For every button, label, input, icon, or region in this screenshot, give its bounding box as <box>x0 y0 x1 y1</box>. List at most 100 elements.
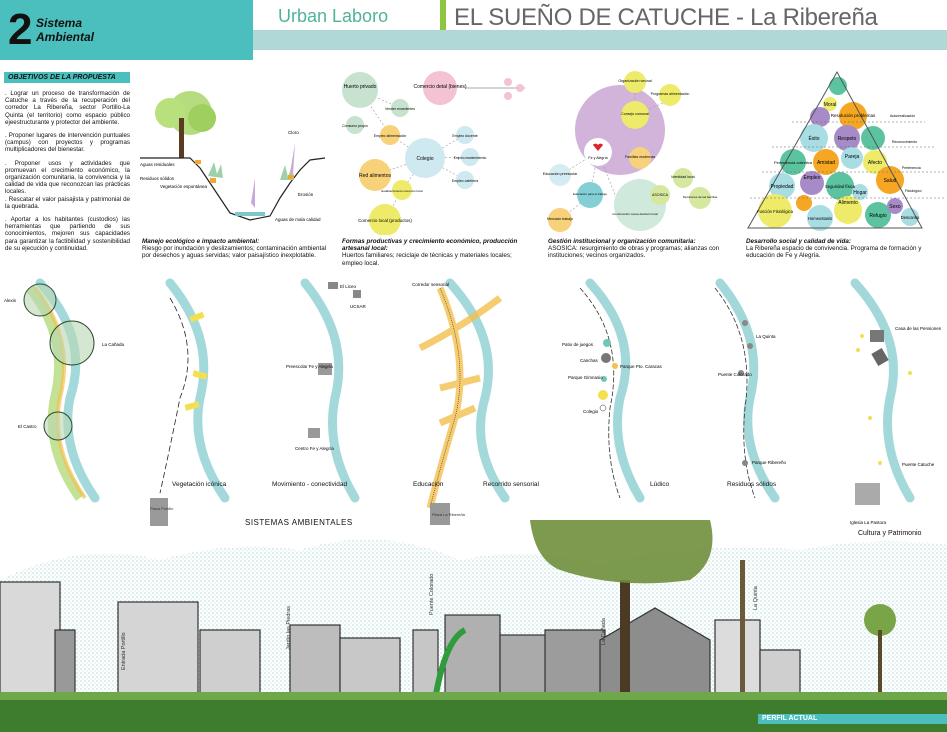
node-label: Empleo cafetería <box>452 179 479 183</box>
buildings <box>0 581 801 703</box>
system-label: Residuos sólidos <box>727 481 777 488</box>
place-label: Parque Ribereño <box>752 460 787 465</box>
node-label: Educación para el trabajo <box>573 192 607 196</box>
ravine-label: Aguas de mala calidad <box>275 217 321 222</box>
node-label: ASOSICA <box>652 193 669 197</box>
river-path <box>715 278 780 503</box>
need-label: Seguridad física <box>825 184 856 189</box>
tree-canopy <box>864 604 896 636</box>
caption-body: La Ribereña espacio de convivencia. Prog… <box>746 245 922 260</box>
node-label: Empleo mantenimiento <box>454 156 487 160</box>
place-label: Corredor sensorial <box>412 282 449 287</box>
school-icon <box>353 290 361 298</box>
plaza-block <box>150 498 168 526</box>
caption-ecological: Manejo ecológico e impacto ambiental:Rie… <box>142 238 332 260</box>
institutional-bubble-diagram: Organización vecinal Programas alimentac… <box>543 71 718 232</box>
need-label: Hogar <box>853 190 867 196</box>
street-label: Jardín las Piedras <box>286 606 292 650</box>
objective-paragraph: . Aportar a los habitantes (custodios) l… <box>5 216 130 252</box>
objective-paragraph: . Proponer usos y actividades que promue… <box>5 159 130 210</box>
ravine-label: Residuos sólidos <box>140 176 175 181</box>
objective-paragraph: . Lograr un proceso de transformación de… <box>5 90 130 126</box>
node-label: Red alimentos <box>359 173 391 179</box>
river-path <box>300 278 360 503</box>
need-label: Amistad <box>817 160 835 166</box>
section-title-line2: Ambiental <box>36 30 95 44</box>
node-label: Empleo alimentación <box>374 134 407 138</box>
need-label: Afecto <box>868 160 882 166</box>
node-label: Familias modernas <box>625 155 656 159</box>
school-icon <box>328 282 338 289</box>
need-label: Alimento <box>838 200 858 206</box>
ravine-label: Vegetación espontánea <box>160 184 208 189</box>
node-label: Huerto privado <box>344 84 377 90</box>
caption-body: Huertos familiares; reciclaje de técnica… <box>342 252 512 267</box>
heritage-icon <box>870 330 884 342</box>
caption-social: Desarrollo social y calidad de vida:La R… <box>746 238 936 260</box>
place-label: La Cañada <box>102 342 125 347</box>
heritage-icon <box>871 347 889 367</box>
place-label: El Castro <box>18 424 37 429</box>
church-icon <box>855 483 880 505</box>
node-label: Comercio detal (bienes) <box>413 84 466 90</box>
caption-institutional: Gestión institucional y organización com… <box>548 238 738 260</box>
need-label: Respeto <box>838 136 857 142</box>
street-profile-section: Entrada Portillo Jardín las Piedras Puen… <box>0 520 947 732</box>
system-label: Lúdico <box>650 481 670 488</box>
place-label: Plaza Portillo <box>150 506 174 511</box>
ravine-label: Erosión <box>298 192 314 197</box>
place-label: Alexis <box>4 298 17 303</box>
school-icon <box>308 428 320 438</box>
brand-name: Urban Laboro <box>278 6 389 26</box>
node-label: Construcción nueva decisión local <box>612 212 658 216</box>
caption-title: Formas productivas y crecimiento económi… <box>342 238 518 253</box>
node-label: Vender excedentes <box>385 107 415 111</box>
tree-canopy <box>530 520 713 584</box>
systems-heading: SISTEMAS AMBIENTALES <box>245 518 353 527</box>
node-label: Consejo comunal <box>621 112 649 116</box>
objective-paragraph: . Proponer lugares de intervención puntu… <box>5 132 130 154</box>
node-label: Establecimiento comercio local <box>381 189 423 193</box>
need-label: Moral <box>824 102 837 108</box>
need-label: Salud <box>884 178 897 184</box>
level-label: Reconocimiento <box>892 140 917 144</box>
title-divider <box>440 0 446 30</box>
street-label: Entrada Portillo <box>121 632 127 670</box>
node-label: Fe y Alegría <box>588 156 607 160</box>
place-label: UCSAR <box>350 304 367 309</box>
caption-body: Riesgo por inundación y deslizamientos; … <box>142 245 327 260</box>
section-number: 2 <box>8 5 33 54</box>
needs-pyramid: Autorrealización Reconocimiento Pertenen… <box>747 70 945 231</box>
header-section-box <box>0 0 253 60</box>
page-title: EL SUEÑO DE CATUCHE - La Ribereña <box>454 4 878 31</box>
tree-trunk <box>179 118 184 158</box>
need-label: Refugio <box>869 213 886 219</box>
node-label: Empleo docente <box>452 134 477 138</box>
need-label: Homeostasis <box>808 216 832 221</box>
place-label: Colegio <box>583 409 599 414</box>
river-path <box>585 278 645 503</box>
level-label: Autorrealización <box>890 114 915 118</box>
objectives-heading: OBJETIVOS DE LA PROPUESTA <box>4 72 130 83</box>
river-path <box>35 278 100 503</box>
place-label: El Liceo <box>340 284 357 289</box>
node-label: Identidad local <box>671 175 694 179</box>
caption-title: Manejo ecológico e impacto ambiental: <box>142 238 260 245</box>
palm-trunk <box>740 560 745 700</box>
place-label: Plaza La Ribereña <box>432 512 465 517</box>
economy-bubble-diagram: Huerto privado Comercio detal (bienes) V… <box>342 71 525 235</box>
place-label: Canchas <box>580 358 599 363</box>
caption-productive: Formas productivas y crecimiento económi… <box>342 238 532 267</box>
need-label: Resolución problemas <box>831 113 876 118</box>
system-label: Movimiento - conectividad <box>272 481 348 488</box>
need-label: Éxito <box>808 135 819 142</box>
need-label: Sexo <box>889 204 901 210</box>
system-label: Vegetación icónica <box>172 481 227 488</box>
need-label: Descanso <box>901 215 920 220</box>
river-path <box>850 278 915 503</box>
profile-label: PERFIL ACTUAL <box>758 714 947 724</box>
ravine-label: Cloro <box>288 130 299 135</box>
node-label: Mercado trabajo <box>547 217 573 221</box>
need-label: Pertenencia colectiva <box>774 160 813 165</box>
node-label: Comercio local (productos) <box>358 218 412 223</box>
